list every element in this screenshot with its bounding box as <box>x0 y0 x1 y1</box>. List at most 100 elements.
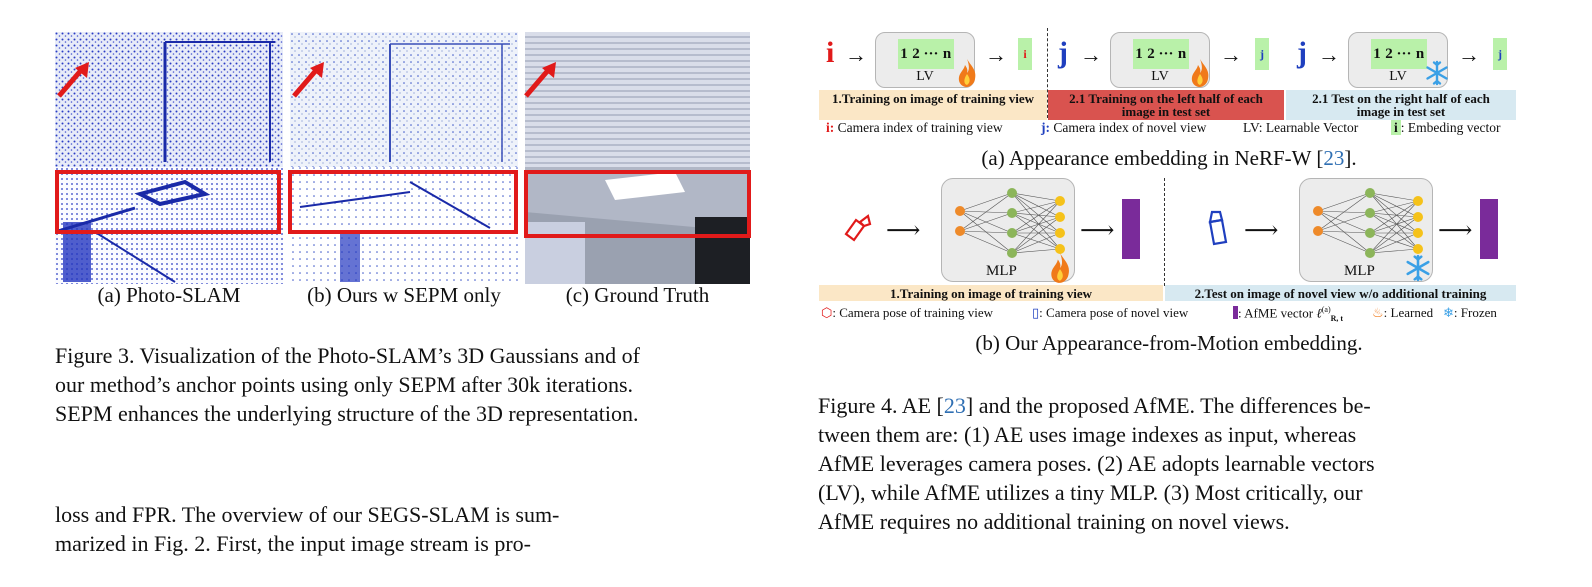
legend-text: : AfME vector <box>1238 305 1314 321</box>
legend-key: i: <box>826 120 835 135</box>
lv-cell: 1 <box>898 39 910 69</box>
arrow: → <box>1080 42 1102 67</box>
citation-link[interactable]: 23 <box>943 393 966 418</box>
legend-key: i <box>1391 120 1401 135</box>
caption-text: ]. <box>1344 146 1357 170</box>
caption-line: tween them are: (1) AE uses image indexe… <box>818 422 1357 447</box>
arrow: → <box>845 42 867 67</box>
caption-line: (LV), while AfME utilizes a tiny MLP. (3… <box>818 480 1363 505</box>
embedding-vector-j: j <box>1255 38 1269 70</box>
mlp-box: MLP <box>1299 178 1433 282</box>
citation-link[interactable]: 23 <box>1323 146 1345 170</box>
lv-cell: ··· <box>1157 39 1175 69</box>
camera-pose-novel-icon: ▯ <box>1032 305 1040 320</box>
legend-row: ▯: Camera pose of novel view <box>1032 305 1188 321</box>
flame-icon <box>958 59 976 87</box>
embedding-vector-i: i <box>1018 38 1032 70</box>
lv-cell: n <box>1413 39 1427 69</box>
highlight-box <box>55 170 281 234</box>
camera-pose-novel-icon <box>1208 210 1228 246</box>
legend-row: ♨: Learned <box>1372 305 1433 321</box>
highlight-box <box>288 170 518 234</box>
legend-text: : Embeding vector <box>1400 120 1501 135</box>
afme-vector-bar <box>1480 199 1498 259</box>
afme-vector-bar <box>1122 199 1140 259</box>
body-line-text: marized in Fig. 2. First, the input imag… <box>55 531 531 556</box>
legend-text: : Learned <box>1383 305 1434 320</box>
subfigure-caption-b: (b) Ours w SEPM only <box>307 283 501 307</box>
subfigure-caption-a: (a) Photo-SLAM <box>97 283 241 307</box>
caption-line: Figure 4. AE [23] and the proposed AfME.… <box>818 391 1518 420</box>
lv-cell: ··· <box>1395 39 1413 69</box>
math-symbol: ℓ <box>1316 305 1322 321</box>
legend-row: j: Camera index of novel view <box>1041 120 1206 136</box>
arrow: ⟶ <box>1080 218 1115 244</box>
arrow: ⟶ <box>1244 218 1279 244</box>
snowflake-icon <box>1406 254 1430 282</box>
index-j: j <box>1058 36 1068 69</box>
learnable-vector-box: 1 2 ··· n LV <box>875 32 975 88</box>
legend-row: ⬡: Camera pose of training view <box>821 305 993 321</box>
mlp-label: MLP <box>1344 263 1375 279</box>
flame-icon: ♨ <box>1372 305 1384 320</box>
highlight-box <box>524 170 751 238</box>
stage-label-training: 1.Training on image of training view <box>819 285 1163 301</box>
arrow: → <box>1458 42 1480 67</box>
snowflake-icon: ❄ <box>1443 305 1454 320</box>
lv-cell: n <box>940 39 954 69</box>
stage-label-test: 2.Test on image of novel view w/o additi… <box>1165 285 1516 301</box>
afme-vector-icon <box>1233 306 1238 320</box>
legend-key: j: <box>1041 120 1050 135</box>
legend-row: i: Embeding vector <box>1391 120 1501 136</box>
figure-4a-caption: (a) Appearance embedding in NeRF-W [23]. <box>819 146 1519 171</box>
lv-cell: n <box>1175 39 1189 69</box>
body-line: loss and FPR. The overview of our SEGS-S… <box>55 502 560 527</box>
lv-label: LV <box>916 69 934 84</box>
mlp-network <box>1313 188 1423 258</box>
lv-cell: 1 <box>1371 39 1383 69</box>
legend-row: : AfME vector ℓ(a)R, t <box>1233 305 1343 323</box>
figure-3-caption: Figure 3. Visualization of the Photo-SLA… <box>55 341 755 428</box>
lv-cell: 2 <box>910 39 922 69</box>
camera-pose-training-icon: ⬡ <box>821 305 833 320</box>
arrow: → <box>1318 42 1340 67</box>
legend-text: : Camera pose of training view <box>832 305 994 320</box>
flame-icon <box>1051 253 1069 283</box>
stage-label-training: 1.Training on image of training view <box>819 90 1047 120</box>
lv-label: LV <box>1389 69 1407 84</box>
flame-icon <box>1191 59 1209 87</box>
legend-text: : Camera pose of novel view <box>1039 305 1189 320</box>
lv-cell: 2 <box>1383 39 1395 69</box>
legend-text: Camera index of novel view <box>1053 120 1207 135</box>
embedding-vector-j: j <box>1493 38 1507 70</box>
index-j: j <box>1297 36 1307 69</box>
stage-label-test-right: 2.1 Test on the right half of each image… <box>1286 90 1516 120</box>
legend-text: : Frozen <box>1453 305 1497 320</box>
mlp-box: MLP <box>941 178 1075 282</box>
learnable-vector-box: 1 2 ··· n LV <box>1348 32 1448 88</box>
caption-text: (a) Appearance embedding in NeRF-W [ <box>981 146 1324 170</box>
snowflake-icon <box>1426 60 1448 86</box>
body-text: loss and FPR. The overview of our SEGS-S… <box>55 500 755 572</box>
dashed-divider <box>1047 28 1048 118</box>
lv-label: LV <box>1151 69 1169 84</box>
stage-label-test-left: 2.1 Training on the left half of each im… <box>1048 90 1284 120</box>
mlp-label: MLP <box>986 263 1017 279</box>
red-arrow-icon <box>292 62 324 98</box>
legend-row: i: Camera index of training view <box>826 120 1003 136</box>
arrow: → <box>1220 42 1242 67</box>
arrow: ⟶ <box>886 218 921 244</box>
index-i: i <box>826 36 835 69</box>
caption-line: AfME leverages camera poses. (2) AE adop… <box>818 451 1375 476</box>
arrow: ⟶ <box>1438 218 1473 244</box>
legend-row: LV: Learnable Vector <box>1243 120 1358 136</box>
math-sub: R, t <box>1330 313 1344 323</box>
figure-4-caption: Figure 4. AE [23] and the proposed AfME.… <box>818 391 1518 536</box>
legend-text: Learnable Vector <box>1265 120 1359 135</box>
camera-pose-training-icon <box>844 214 872 242</box>
legend-key: LV: <box>1243 120 1263 135</box>
lv-cell: 1 <box>1133 39 1145 69</box>
legend-text: Camera index of training view <box>837 120 1003 135</box>
caption-text: ] and the proposed AfME. The differences… <box>965 393 1371 418</box>
caption-line: Figure 3. Visualization of the Photo-SLA… <box>55 343 640 368</box>
